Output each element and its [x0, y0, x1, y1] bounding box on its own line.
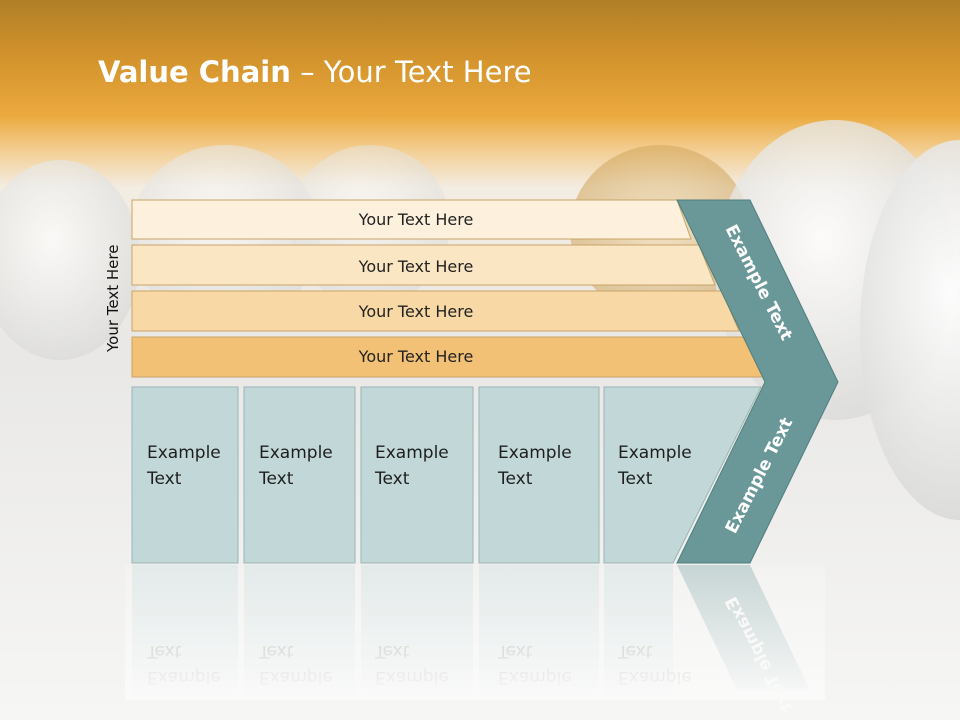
row-bar-3	[131, 290, 740, 332]
row-bars: Your Text Here Your Text Here Your Text …	[131, 199, 764, 378]
reflection: Example Text Example Text Example Text E…	[125, 565, 825, 715]
cell-3-line2: Text	[374, 469, 410, 489]
cell-2-line1: Example	[259, 443, 333, 463]
cell-5-line2: Text	[617, 469, 653, 489]
cell-5	[603, 386, 762, 564]
title-rest: – Your Text Here	[290, 55, 532, 89]
row-bar-2	[131, 244, 716, 286]
row-label-2: Your Text Here	[358, 257, 474, 276]
cell-2	[243, 386, 356, 564]
slide-title: Value Chain – Your Text Here	[98, 55, 532, 89]
cell-4-line1: Example	[498, 443, 572, 463]
chevron-shape	[676, 199, 839, 564]
cell-1-line1: Example	[147, 443, 221, 463]
row-bar-1	[131, 199, 692, 240]
cell-4	[478, 386, 600, 564]
cell-1	[131, 386, 239, 564]
cell-3-line1: Example	[375, 443, 449, 463]
cell-1-line2: Text	[146, 469, 182, 489]
cell-5-line1: Example	[618, 443, 692, 463]
activity-cells: Example Text Example Text Example Text E…	[131, 386, 762, 564]
title-bold: Value Chain	[98, 55, 291, 89]
row-label-3: Your Text Here	[358, 302, 474, 321]
cell-3	[360, 386, 474, 564]
cell-2-line2: Text	[258, 469, 294, 489]
row-label-4: Your Text Here	[358, 347, 474, 366]
cell-4-line2: Text	[497, 469, 533, 489]
row-label-1: Your Text Here	[358, 210, 474, 229]
